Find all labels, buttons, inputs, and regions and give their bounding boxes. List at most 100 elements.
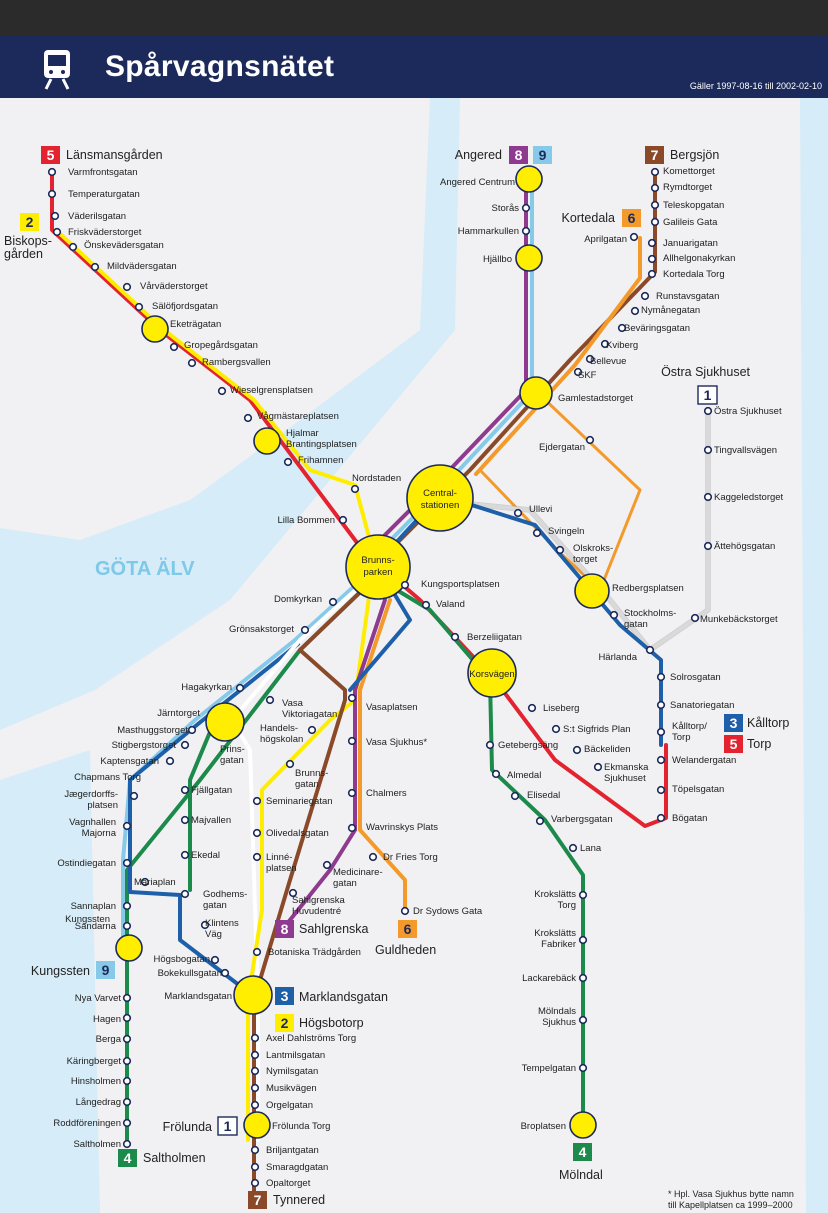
station-stop[interactable] bbox=[640, 291, 650, 301]
station-stop[interactable] bbox=[650, 217, 660, 227]
station-stop[interactable] bbox=[578, 890, 588, 900]
station-stop[interactable] bbox=[90, 262, 100, 272]
station-stop[interactable] bbox=[521, 203, 531, 213]
hub-hjallbo[interactable] bbox=[515, 244, 543, 272]
station-stop[interactable] bbox=[532, 528, 542, 538]
station-stop[interactable] bbox=[283, 457, 293, 467]
station-stop[interactable] bbox=[122, 993, 132, 1003]
station-stop[interactable] bbox=[510, 791, 520, 801]
hub-redbergsplatsen[interactable] bbox=[574, 573, 610, 609]
station-stop[interactable] bbox=[285, 759, 295, 769]
station-stop[interactable] bbox=[252, 828, 262, 838]
station-stop[interactable] bbox=[551, 724, 561, 734]
station-stop[interactable] bbox=[122, 858, 132, 868]
station-stop[interactable] bbox=[573, 367, 583, 377]
station-stop[interactable] bbox=[347, 693, 357, 703]
station-stop[interactable] bbox=[647, 269, 657, 279]
station-stop[interactable] bbox=[250, 1066, 260, 1076]
station-stop[interactable] bbox=[250, 1083, 260, 1093]
station-stop[interactable] bbox=[593, 762, 603, 772]
station-stop[interactable] bbox=[450, 632, 460, 642]
station-stop[interactable] bbox=[165, 756, 175, 766]
station-stop[interactable] bbox=[578, 935, 588, 945]
station-stop[interactable] bbox=[250, 1162, 260, 1172]
hub-centralstationen[interactable] bbox=[406, 464, 474, 532]
hub-broplatsen[interactable] bbox=[569, 1111, 597, 1139]
station-stop[interactable] bbox=[578, 1063, 588, 1073]
station-stop[interactable] bbox=[555, 545, 565, 555]
station-stop[interactable] bbox=[250, 1178, 260, 1188]
station-stop[interactable] bbox=[600, 339, 610, 349]
hub-kungssten[interactable] bbox=[115, 934, 143, 962]
station-stop[interactable] bbox=[180, 889, 190, 899]
station-stop[interactable] bbox=[122, 821, 132, 831]
station-stop[interactable] bbox=[578, 973, 588, 983]
station-stop[interactable] bbox=[250, 1050, 260, 1060]
station-stop[interactable] bbox=[243, 413, 253, 423]
station-stop[interactable] bbox=[252, 796, 262, 806]
station-stop[interactable] bbox=[307, 725, 317, 735]
station-stop[interactable] bbox=[585, 435, 595, 445]
station-stop[interactable] bbox=[347, 788, 357, 798]
station-stop[interactable] bbox=[122, 282, 132, 292]
station-stop[interactable] bbox=[572, 745, 582, 755]
station-stop[interactable] bbox=[122, 1034, 132, 1044]
station-stop[interactable] bbox=[647, 254, 657, 264]
station-stop[interactable] bbox=[350, 484, 360, 494]
station-stop[interactable] bbox=[656, 755, 666, 765]
station-stop[interactable] bbox=[585, 354, 595, 364]
station-stop[interactable] bbox=[656, 813, 666, 823]
station-stop[interactable] bbox=[568, 843, 578, 853]
station-stop[interactable] bbox=[322, 860, 332, 870]
hub-marklandsgatan[interactable] bbox=[233, 975, 273, 1015]
station-stop[interactable] bbox=[47, 189, 57, 199]
station-stop[interactable] bbox=[210, 955, 220, 965]
station-stop[interactable] bbox=[288, 888, 298, 898]
station-stop[interactable] bbox=[300, 625, 310, 635]
hub-frolunda-torg[interactable] bbox=[243, 1111, 271, 1139]
station-stop[interactable] bbox=[400, 580, 410, 590]
station-stop[interactable] bbox=[617, 323, 627, 333]
station-stop[interactable] bbox=[650, 183, 660, 193]
station-stop[interactable] bbox=[578, 1015, 588, 1025]
station-stop[interactable] bbox=[180, 815, 190, 825]
station-stop[interactable] bbox=[485, 740, 495, 750]
station-stop[interactable] bbox=[122, 1056, 132, 1066]
station-stop[interactable] bbox=[252, 852, 262, 862]
station-stop[interactable] bbox=[521, 226, 531, 236]
station-stop[interactable] bbox=[347, 823, 357, 833]
station-stop[interactable] bbox=[220, 968, 230, 978]
station-stop[interactable] bbox=[645, 645, 655, 655]
station-stop[interactable] bbox=[513, 508, 523, 518]
station-stop[interactable] bbox=[535, 816, 545, 826]
station-stop[interactable] bbox=[217, 386, 227, 396]
station-stop[interactable] bbox=[703, 492, 713, 502]
station-stop[interactable] bbox=[250, 1033, 260, 1043]
hub-korsvagen[interactable] bbox=[467, 648, 517, 698]
hub-eketragatan[interactable] bbox=[141, 315, 169, 343]
station-stop[interactable] bbox=[690, 613, 700, 623]
station-stop[interactable] bbox=[122, 1139, 132, 1149]
station-stop[interactable] bbox=[347, 736, 357, 746]
station-stop[interactable] bbox=[629, 232, 639, 242]
station-stop[interactable] bbox=[140, 877, 150, 887]
station-stop[interactable] bbox=[122, 921, 132, 931]
station-stop[interactable] bbox=[252, 947, 262, 957]
station-stop[interactable] bbox=[122, 1076, 132, 1086]
station-stop[interactable] bbox=[250, 1100, 260, 1110]
station-stop[interactable] bbox=[235, 683, 245, 693]
station-stop[interactable] bbox=[52, 227, 62, 237]
station-stop[interactable] bbox=[180, 740, 190, 750]
station-stop[interactable] bbox=[703, 541, 713, 551]
hub-brunnsparken[interactable] bbox=[345, 534, 411, 600]
station-stop[interactable] bbox=[122, 1118, 132, 1128]
station-stop[interactable] bbox=[656, 700, 666, 710]
station-stop[interactable] bbox=[187, 358, 197, 368]
station-stop[interactable] bbox=[491, 769, 501, 779]
station-stop[interactable] bbox=[650, 167, 660, 177]
hub-gamlestadstorget[interactable] bbox=[519, 376, 553, 410]
station-stop[interactable] bbox=[421, 600, 431, 610]
station-stop[interactable] bbox=[630, 306, 640, 316]
station-stop[interactable] bbox=[122, 901, 132, 911]
station-stop[interactable] bbox=[656, 727, 666, 737]
